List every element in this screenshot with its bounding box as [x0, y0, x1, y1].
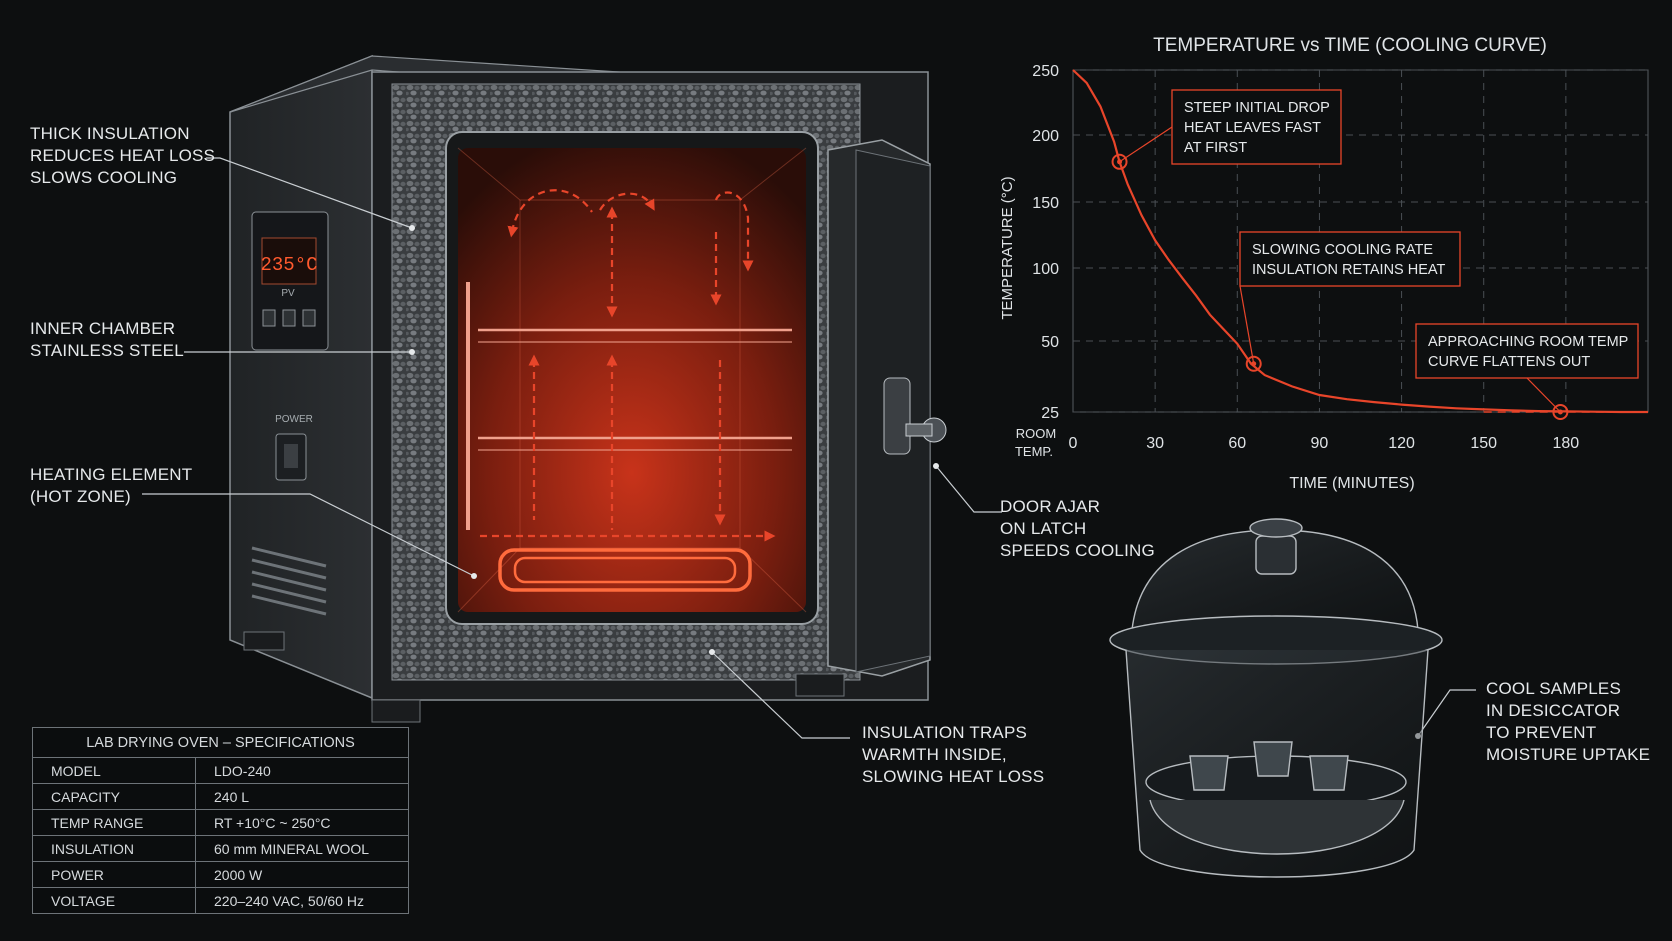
display-sublabel: PV [281, 288, 295, 299]
oven-foot [371, 699, 421, 723]
door-latch [883, 377, 947, 455]
chamber-interior [458, 148, 806, 612]
callout-inner-chamber: INNER CHAMBER STAINLESS STEEL [30, 319, 184, 360]
display-reading: 235°C [260, 254, 317, 276]
desiccator [1109, 518, 1443, 878]
oven-foot [243, 631, 285, 651]
oven-side-panel [229, 54, 373, 700]
callout-insulation: THICK INSULATION REDUCES HEAT LOSS SLOWS… [30, 124, 216, 187]
oven-foot [795, 673, 845, 697]
sample-cups [1189, 741, 1349, 791]
heating-element-coil [498, 548, 752, 592]
callout-heating-element: HEATING ELEMENT (HOT ZONE) [30, 465, 193, 506]
callout-insulation-traps: INSULATION TRAPS WARMTH INSIDE, SLOWING … [862, 723, 1045, 786]
callout-desiccator: COOL SAMPLES IN DESICCATOR TO PREVENT MO… [1486, 679, 1651, 764]
chamber-shelves [466, 282, 792, 530]
convection-arrows [480, 189, 776, 542]
callout-door-ajar: DOOR AJAR ON LATCH SPEEDS COOLING [1000, 497, 1155, 560]
desiccator-knob [1255, 535, 1297, 575]
callout-leaders [142, 157, 1476, 739]
spec-table-title: LAB DRYING OVEN – SPECIFICATIONS [32, 727, 409, 758]
power-label: POWER [275, 414, 313, 425]
temperature-display [261, 237, 317, 285]
side-vent [251, 546, 327, 616]
